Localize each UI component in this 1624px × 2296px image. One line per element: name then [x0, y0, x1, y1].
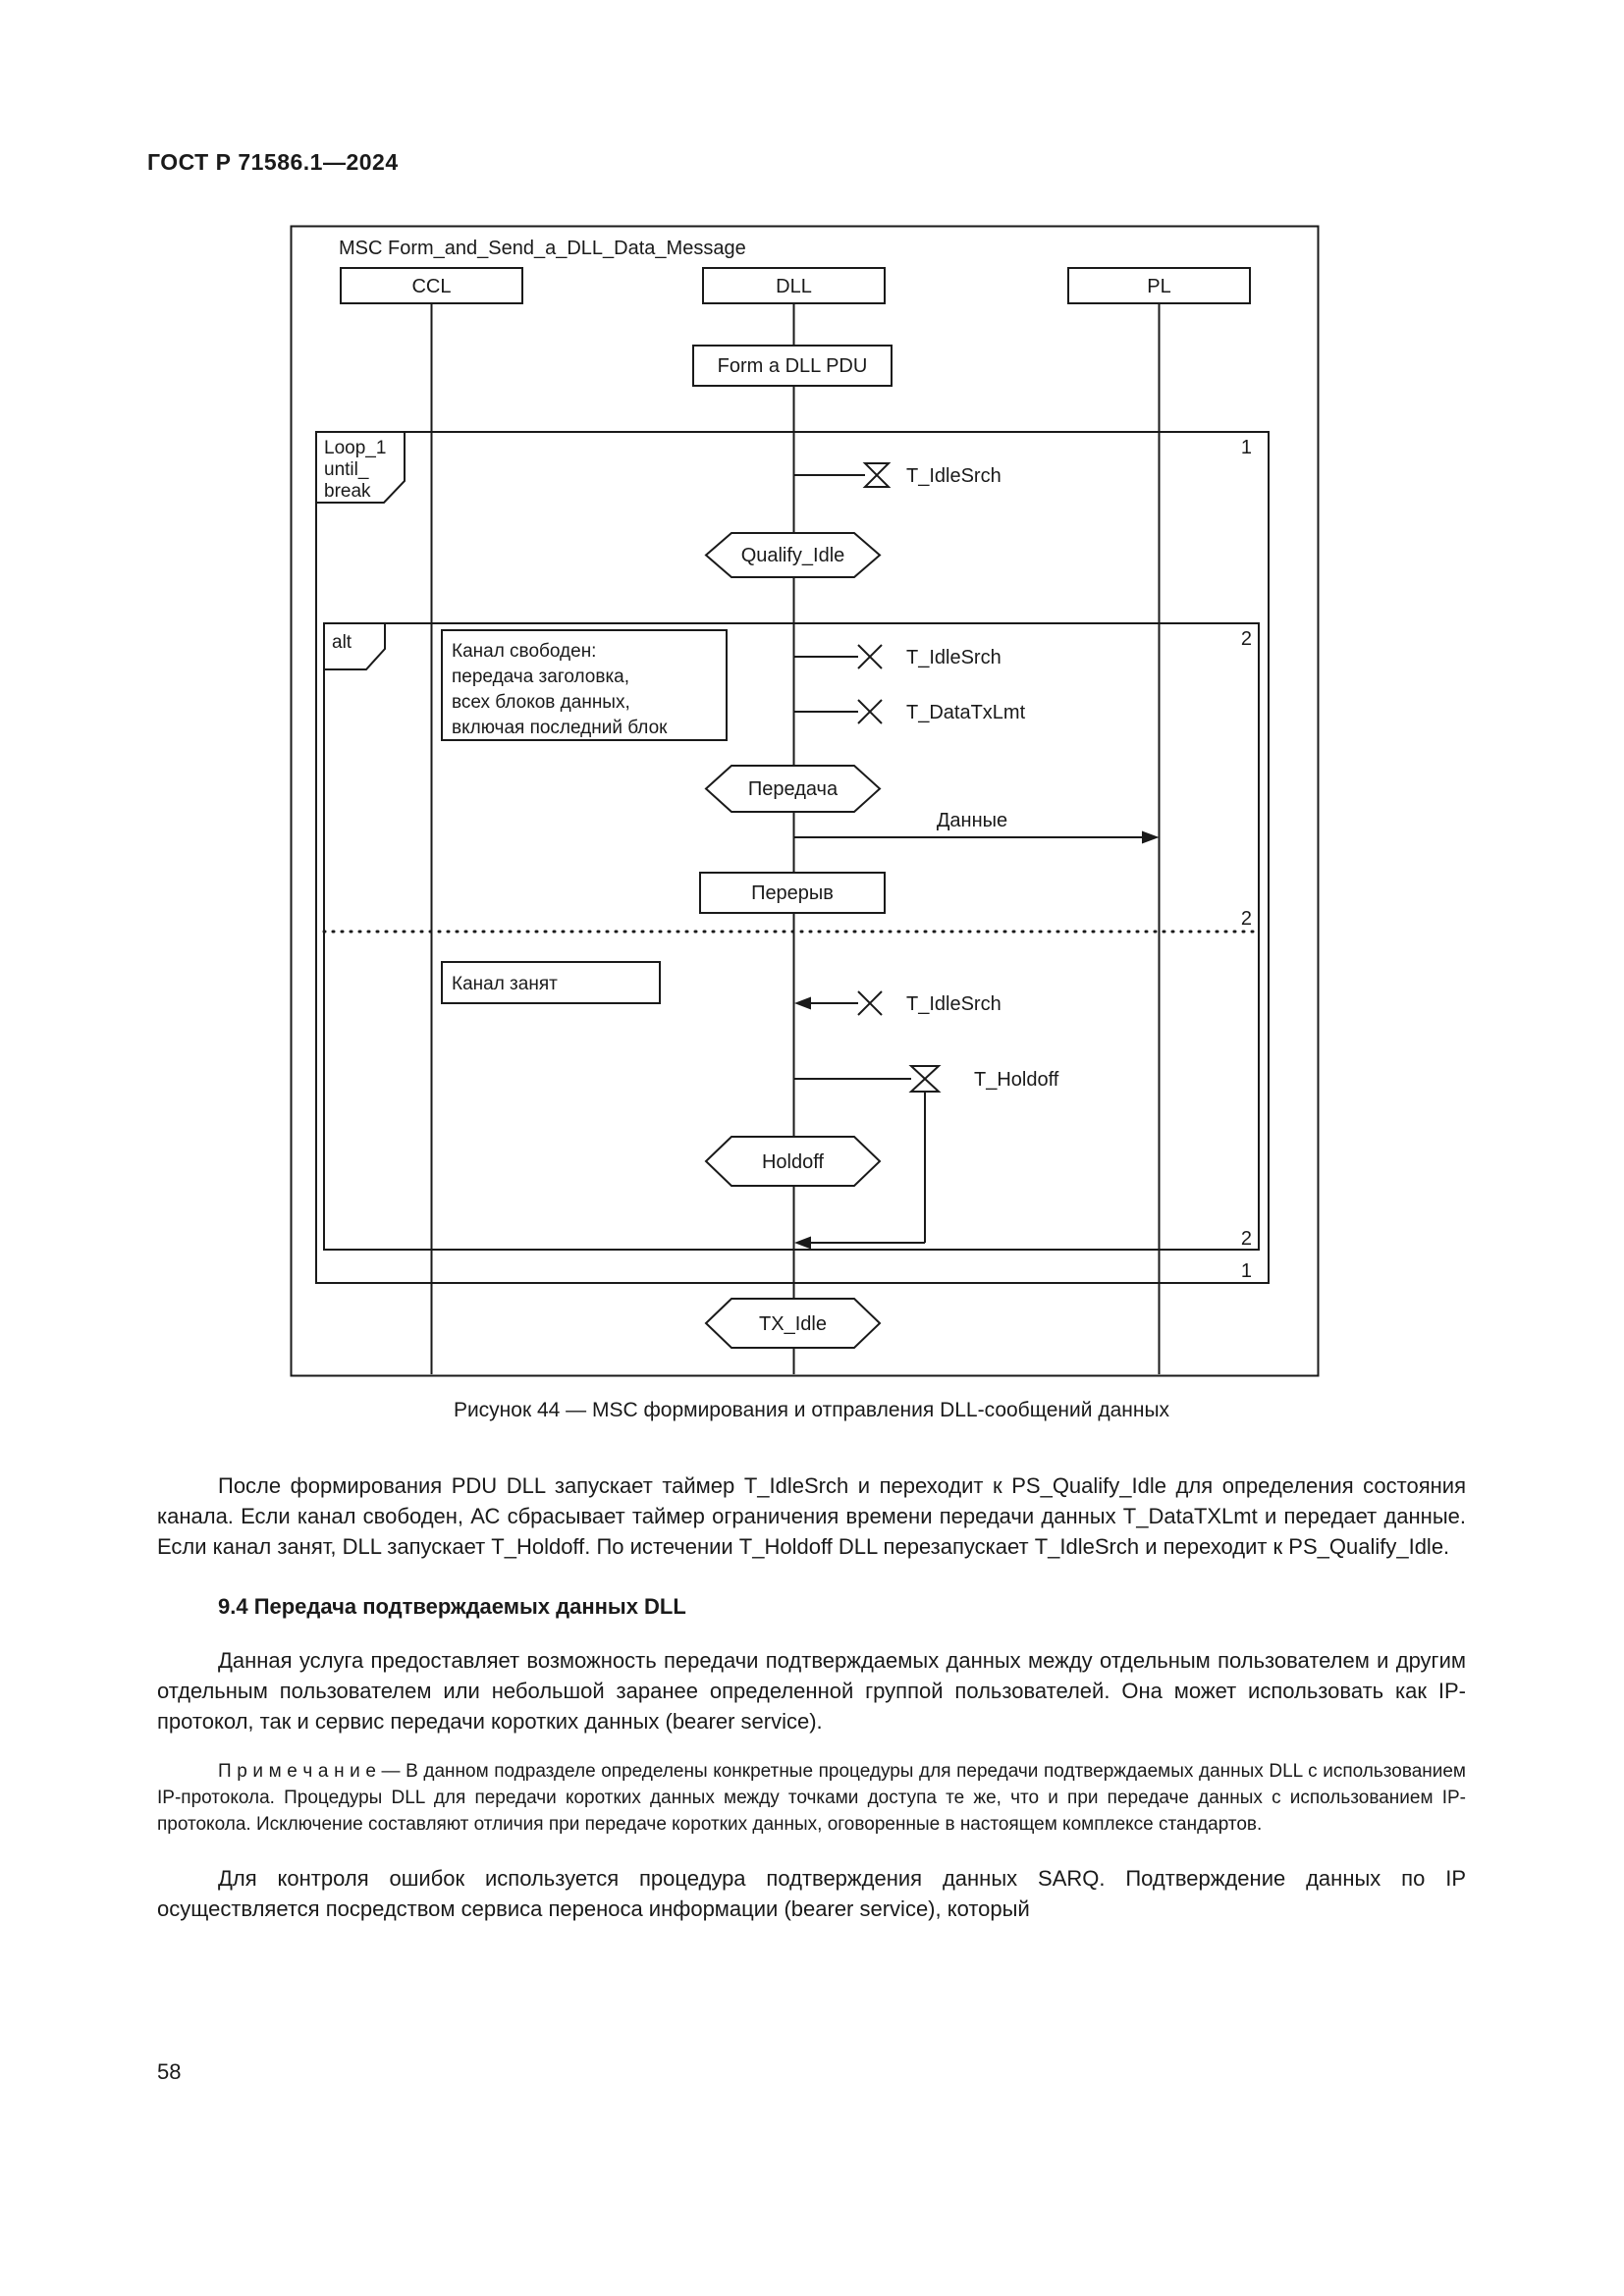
arrowhead-left-icon	[794, 1236, 811, 1250]
timer-set-idlesrch: T_IdleSrch	[793, 462, 1001, 488]
loop-frame-label: Loop_1 until_ break	[315, 431, 406, 504]
page-number: 58	[157, 2059, 182, 2084]
timer-label: T_Holdoff	[974, 1069, 1059, 1091]
alt-marker-mid: 2	[1241, 908, 1252, 930]
timer-x-icon	[857, 644, 883, 669]
timer-x-icon	[857, 699, 883, 724]
state-tx-idle: TX_Idle	[704, 1298, 882, 1349]
condition-hexagon	[704, 1298, 882, 1349]
alt-frame-label: alt	[323, 622, 386, 670]
paragraph-3: Для контроля ошибок используется процеду…	[157, 1866, 1466, 1921]
arrowhead-left-icon	[794, 996, 811, 1010]
alt-frame	[323, 622, 1260, 1251]
comment-box	[441, 961, 661, 1004]
loop-label-line2: until_	[324, 459, 369, 480]
condition-label: Holdoff	[762, 1151, 824, 1173]
msc-diagram: MSC Form_and_Send_a_DLL_Data_Message CCL…	[290, 225, 1320, 1377]
action-pereryv: Перерыв	[699, 872, 886, 914]
condition-hexagon	[704, 1136, 882, 1187]
loop-label-line3: break	[324, 481, 371, 502]
pereryv-label: Перерыв	[751, 882, 834, 904]
hourglass-timer-icon	[908, 1065, 942, 1093]
timer-x-icon	[857, 990, 883, 1016]
condition-hexagon	[704, 765, 882, 813]
timer-set-holdoff: T_Holdoff	[793, 1065, 1059, 1243]
condition-hexagon	[704, 532, 882, 578]
comment-line1: Канал свободен:	[452, 641, 596, 662]
pl-label: PL	[1147, 276, 1170, 297]
comment-line: Канал занят	[452, 974, 558, 994]
form-pdu-box	[692, 345, 893, 387]
note-paragraph: П р и м е ч а н и е — В данном подраздел…	[157, 1761, 1466, 1835]
timer-label: T_DataTxLmt	[906, 702, 1026, 723]
comment-channel-free: Канал свободен: передача заголовка, всех…	[441, 629, 728, 741]
comment-line2: передача заголовка,	[452, 667, 629, 687]
hourglass-timer-icon	[862, 462, 892, 488]
action-form-dll-pdu: Form a DLL PDU	[692, 345, 893, 387]
paragraph-1: После формирования PDU DLL запускает тай…	[157, 1473, 1466, 1559]
pereryv-box	[699, 872, 886, 914]
timer-timeout-holdoff	[794, 1236, 925, 1250]
body-text: После формирования PDU DLL запускает тай…	[157, 1470, 1466, 1924]
state-qualify-idle: Qualify_Idle	[704, 532, 882, 578]
figure-caption: Рисунок 44 — MSC формирования и отправле…	[453, 1399, 1170, 1421]
message-label: Данные	[937, 810, 1007, 831]
state-holdoff: Holdoff	[704, 1136, 882, 1187]
msc-diagram-title: MSC Form_and_Send_a_DLL_Data_Message	[339, 238, 746, 259]
pl-box	[1067, 267, 1251, 304]
alt-marker-bottom: 2	[1241, 1228, 1252, 1250]
form-pdu-label: Form a DLL PDU	[718, 355, 868, 377]
state-peredacha: Передача	[704, 765, 882, 813]
section-heading-9-4: 9.4 Передача подтверждаемых данных DLL	[218, 1594, 686, 1619]
loop-label-line1: Loop_1	[324, 438, 386, 458]
loop-label-pentagon	[315, 431, 406, 504]
alt-label-pentagon	[323, 622, 386, 670]
condition-label: Передача	[748, 778, 839, 800]
paragraph-2: Данная услуга предоставляет возможность …	[157, 1648, 1466, 1734]
condition-label: Qualify_Idle	[741, 545, 845, 566]
dll-label: DLL	[776, 276, 812, 297]
message-dannye: Данные	[793, 810, 1160, 844]
document-header: ГОСТ Р 71586.1—2024	[147, 149, 399, 175]
timer-timeout-idlesrch: T_IdleSrch	[794, 990, 1001, 1016]
loop-marker-bottom: 1	[1241, 1260, 1252, 1282]
lifeline-head-pl: PL	[1067, 267, 1251, 304]
condition-label: TX_Idle	[759, 1313, 827, 1335]
loop-marker-top: 1	[1241, 437, 1252, 458]
loop-frame	[315, 431, 1270, 1284]
timer-label: T_IdleSrch	[906, 647, 1001, 668]
timer-label: T_IdleSrch	[906, 465, 1001, 487]
lifeline-head-dll: DLL	[702, 267, 886, 304]
comment-channel-busy: Канал занят	[441, 961, 661, 1004]
dll-box	[702, 267, 886, 304]
ccl-label: CCL	[411, 276, 451, 297]
alt-label-text: alt	[332, 632, 352, 653]
arrowhead-right-icon	[1142, 830, 1160, 844]
timer-label: T_IdleSrch	[906, 993, 1001, 1015]
msc-outer-frame	[290, 225, 1320, 1377]
lifeline-head-ccl: CCL	[340, 267, 523, 304]
alt-marker-top: 2	[1241, 628, 1252, 650]
comment-line4: включая последний блок	[452, 718, 668, 738]
ccl-box	[340, 267, 523, 304]
timer-set-datatxlmt: T_DataTxLmt	[793, 699, 1026, 724]
timer-reset-idlesrch: T_IdleSrch	[793, 644, 1001, 669]
comment-box	[441, 629, 728, 741]
comment-line3: всех блоков данных,	[452, 692, 630, 713]
